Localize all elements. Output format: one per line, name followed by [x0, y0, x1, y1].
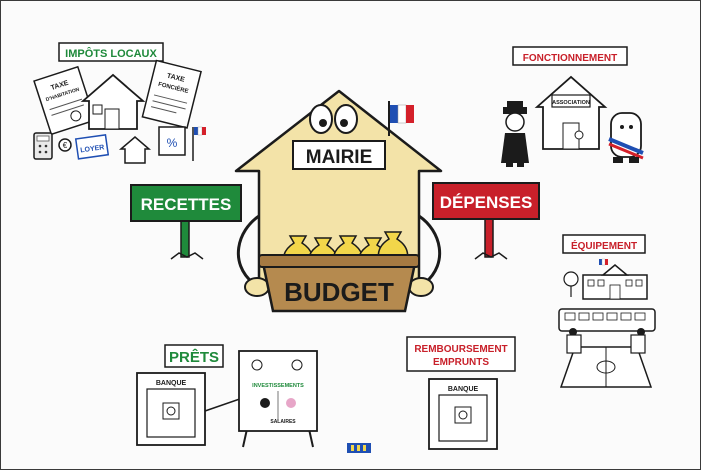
salaires-label: SALAIRES [270, 419, 296, 425]
impots-locaux-label: IMPÔTS LOCAUX [65, 47, 157, 60]
mairie-house: MAIRIE [234, 89, 443, 297]
sports-field-icon [559, 334, 653, 388]
prets-group: PRÊTS BANQUE INVESTISSEMENTS SALAIRES [136, 344, 318, 448]
safe-icon: BANQUE [428, 378, 498, 450]
equipement-label: ÉQUIPEMENT [571, 239, 637, 252]
svg-text:%: % [167, 136, 178, 150]
investissements-label: INVESTISSEMENTS [252, 383, 304, 389]
recettes-sign: RECETTES [130, 184, 242, 260]
emblem-icon [347, 443, 371, 453]
banque-left-label: BANQUE [156, 380, 187, 387]
investment-board: INVESTISSEMENTS SALAIRES [238, 350, 318, 448]
mairie-label: MAIRIE [306, 147, 373, 168]
calculator-icon [33, 132, 53, 160]
depenses-sign: DÉPENSES [432, 182, 540, 260]
fonctionnement-label: FONCTIONNEMENT [523, 53, 617, 64]
mayor-icon [608, 112, 644, 163]
school-icon [563, 258, 648, 300]
association-building-icon: ASSOCIATION [534, 75, 608, 150]
impots-locaux-group: IMPÔTS LOCAUX TAXE D'HABITATION TAXE FON… [33, 42, 206, 164]
policeman-icon [501, 101, 529, 167]
percent-stamp-icon: % [158, 126, 186, 156]
prets-label: PRÊTS [169, 348, 219, 366]
safe-icon: BANQUE [136, 372, 206, 446]
flag-pin-icon [192, 126, 206, 161]
france-flag-icon [390, 104, 414, 124]
budget-basket: BUDGET [258, 254, 420, 313]
recettes-label: RECETTES [141, 195, 232, 214]
equipement-group: ÉQUIPEMENT [558, 234, 656, 388]
fonctionnement-group: FONCTIONNEMENT ASSOCIATION [501, 46, 644, 167]
association-label: ASSOCIATION [552, 100, 590, 106]
remboursement-label-line1: REMBOURSEMENT [414, 344, 507, 355]
loyer-label: LOYER [80, 144, 105, 154]
euro-coin-icon [58, 138, 72, 152]
depenses-label: DÉPENSES [440, 193, 533, 212]
euro-symbol: € [63, 141, 68, 150]
taxe-fonciere-title: TAXE [166, 73, 186, 84]
banque-right-label: BANQUE [448, 386, 479, 393]
remboursement-label-line2: EMPRUNTS [433, 357, 489, 368]
budget-label: BUDGET [284, 277, 394, 307]
house-icon [80, 73, 146, 130]
bus-icon [558, 308, 656, 336]
remboursement-group: REMBOURSEMENT EMPRUNTS BANQUE [406, 336, 516, 450]
